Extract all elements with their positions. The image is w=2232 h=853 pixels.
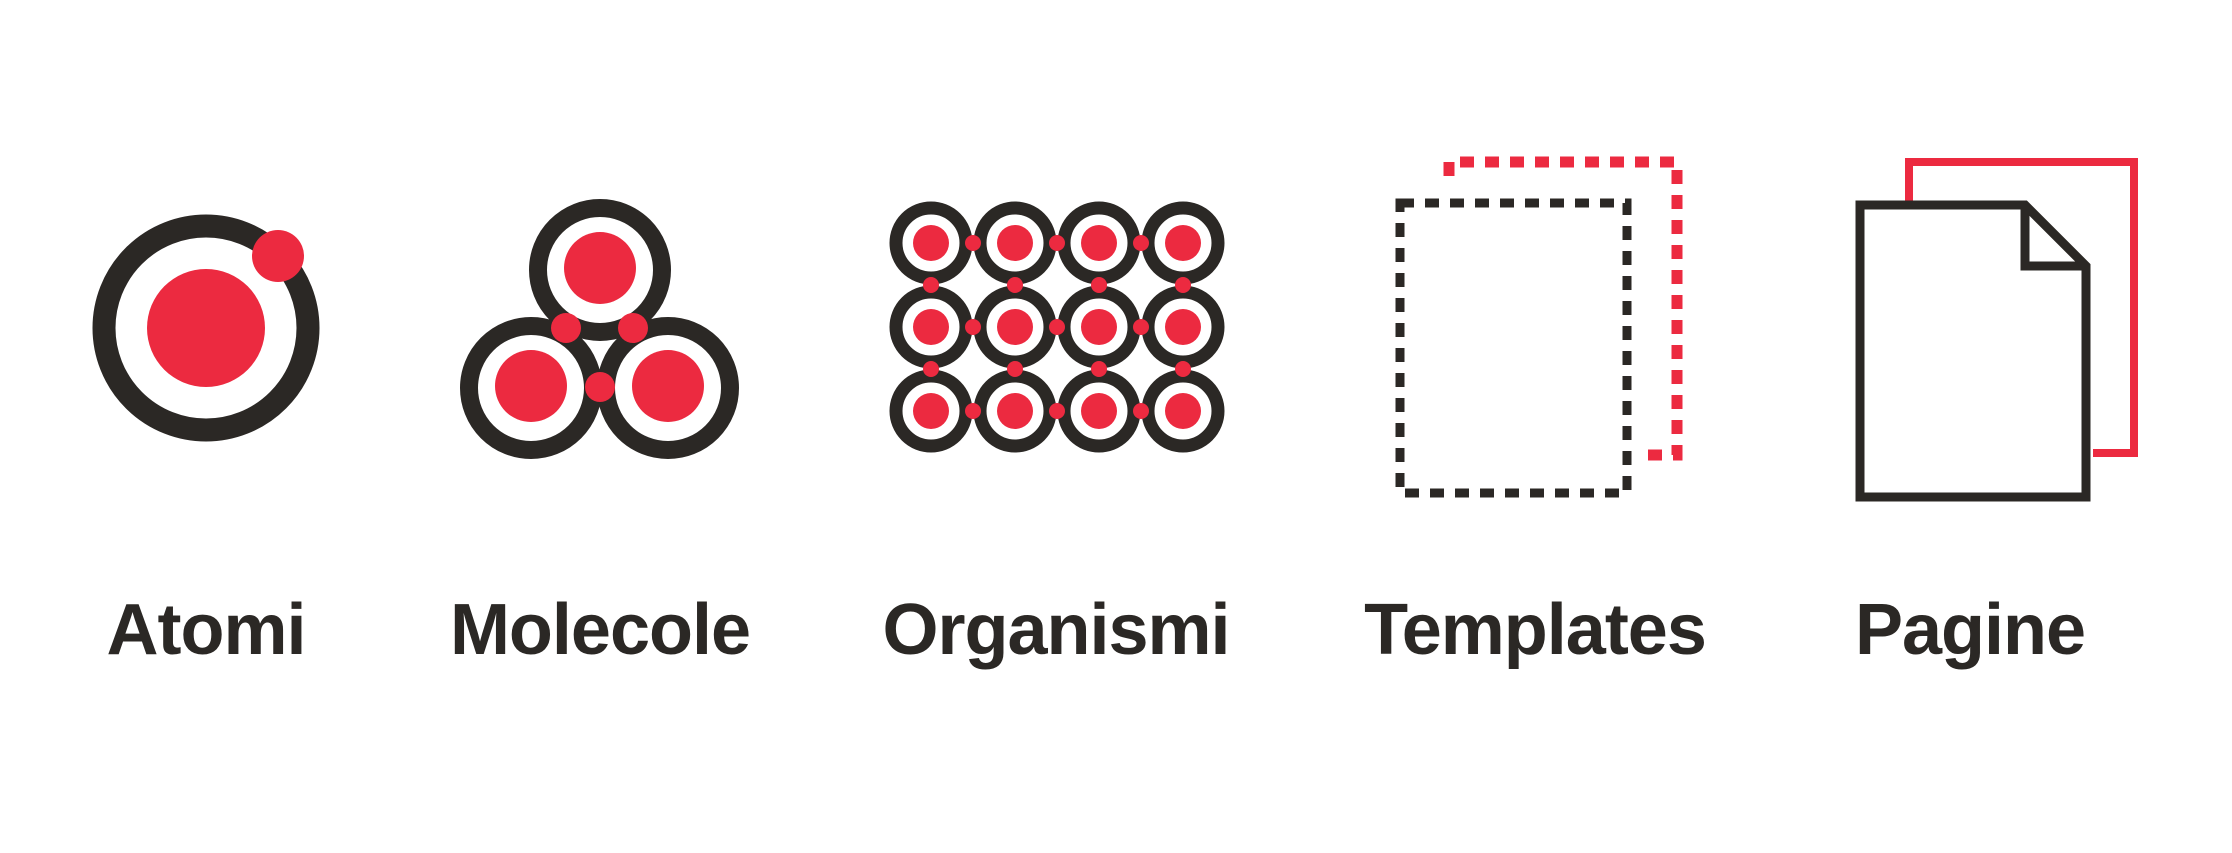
atom-icon xyxy=(92,214,320,442)
organism-connector xyxy=(965,403,981,419)
organism-connector xyxy=(965,319,981,335)
organism-connector xyxy=(1007,277,1023,293)
organism-connector xyxy=(1133,319,1149,335)
template-dashed-pages-icon xyxy=(1395,156,1683,498)
organism-cell-core xyxy=(913,393,949,429)
organism-connector xyxy=(1175,361,1191,377)
organism-connector xyxy=(923,277,939,293)
organism-connector xyxy=(1007,361,1023,377)
organism-cell-core xyxy=(1165,225,1201,261)
organism-grid-icon xyxy=(889,201,1225,453)
organism-cell-core xyxy=(1165,309,1201,345)
label-templates: Templates xyxy=(1364,590,1707,670)
organism-connector xyxy=(1091,277,1107,293)
organism-cell-core xyxy=(1165,393,1201,429)
label-pagine: Pagine xyxy=(1854,590,2086,670)
organism-connector xyxy=(1175,277,1191,293)
organism-connector xyxy=(923,361,939,377)
organism-connector xyxy=(1049,319,1065,335)
organism-connector xyxy=(1133,235,1149,251)
label-organismi: Organismi xyxy=(882,590,1230,670)
organism-cell-core xyxy=(913,309,949,345)
molecule-icon xyxy=(460,199,739,459)
organism-connector xyxy=(1049,235,1065,251)
organism-connector xyxy=(1133,403,1149,419)
organism-connector xyxy=(965,235,981,251)
label-molecole: Molecole xyxy=(449,590,751,670)
organism-cell-core xyxy=(997,225,1033,261)
organism-cell-core xyxy=(997,309,1033,345)
organism-connector xyxy=(1049,403,1065,419)
organism-cell-core xyxy=(1081,309,1117,345)
organism-connector xyxy=(1091,361,1107,377)
organism-cell-core xyxy=(913,225,949,261)
organism-cell-core xyxy=(1081,225,1117,261)
organism-cell-core xyxy=(997,393,1033,429)
label-atomi: Atomi xyxy=(106,590,307,670)
page-document-icon xyxy=(1855,158,2138,502)
organism-cell-core xyxy=(1081,393,1117,429)
